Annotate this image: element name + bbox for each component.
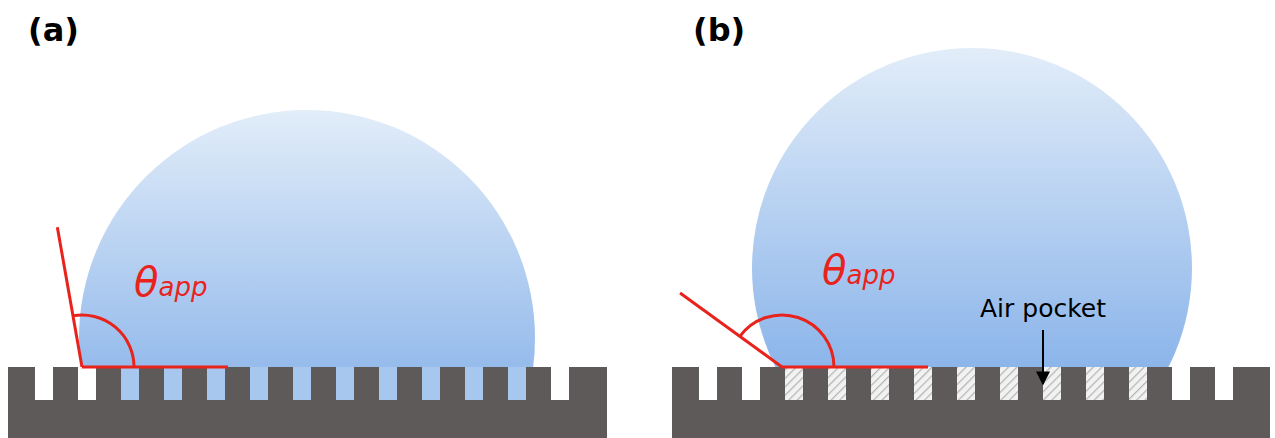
wenzel-droplet <box>79 110 535 367</box>
rough-substrate <box>672 367 1270 438</box>
panel-label: (a) <box>28 14 79 46</box>
contact-angle-mark <box>680 293 928 367</box>
callout-label: Air pocket <box>980 296 1106 321</box>
leader-arrow <box>1042 330 1044 384</box>
cassie-droplet <box>752 48 1192 367</box>
angle-label: θapp <box>822 250 895 290</box>
panel-label: (b) <box>693 14 745 46</box>
angle-label: θapp <box>134 262 207 302</box>
contact-angle-mark <box>57 227 228 367</box>
rough-substrate <box>8 367 607 438</box>
